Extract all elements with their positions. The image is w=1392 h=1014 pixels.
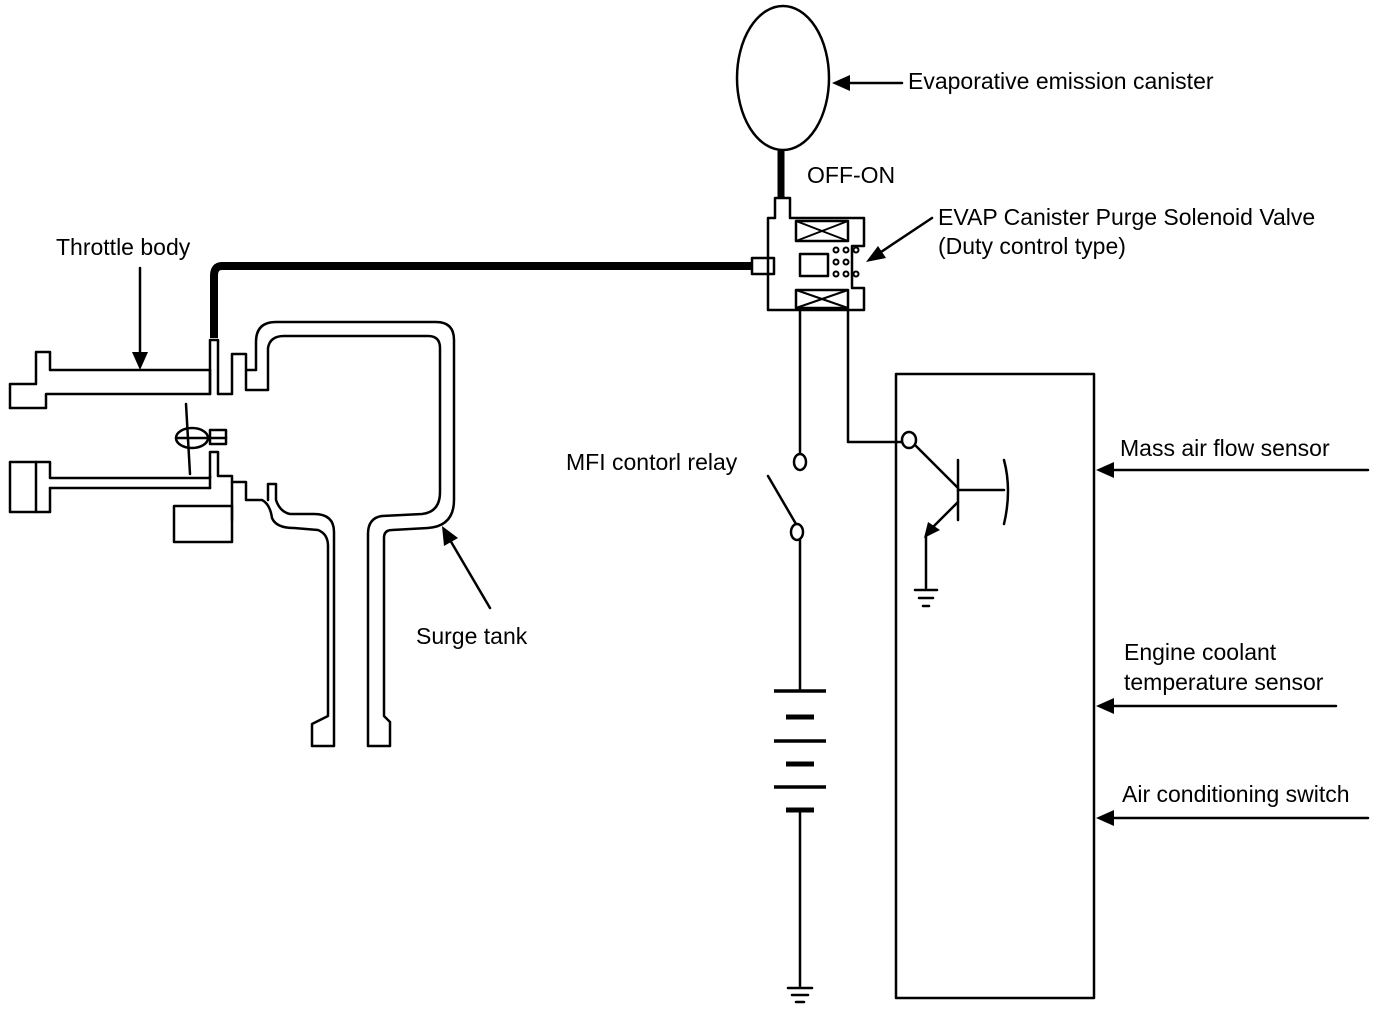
ecu-driver-transistor: [914, 444, 1010, 590]
surge-tank-arrow: [442, 526, 492, 610]
coolant-input-arrow: [1096, 698, 1338, 714]
canister-arrow: [832, 75, 904, 91]
mfi-control-relay: [766, 308, 808, 692]
valve-label-line2: (Duty control type): [938, 233, 1126, 259]
throttle-body-assembly: [8, 320, 456, 748]
ground-symbol-battery: [786, 986, 814, 1004]
surge-tank-label: Surge tank: [416, 623, 528, 649]
battery: [774, 689, 826, 988]
coolant-label-line2: temperature sensor: [1124, 669, 1324, 695]
throttle-body-label: Throttle body: [56, 234, 191, 260]
ac-switch-input-arrow: [1096, 810, 1370, 826]
purge-hose: [210, 262, 752, 338]
ecu-box: [894, 372, 1096, 1000]
throttle-body-arrow: [132, 266, 148, 370]
maf-label: Mass air flow sensor: [1120, 435, 1330, 461]
ac-switch-label: Air conditioning switch: [1122, 781, 1350, 807]
relay-label: MFI contorl relay: [566, 449, 738, 475]
valve-arrow: [866, 216, 934, 262]
maf-input-arrow: [1096, 462, 1370, 478]
valve-label-line1: EVAP Canister Purge Solenoid Valve: [938, 204, 1315, 230]
coolant-label-line1: Engine coolant: [1124, 639, 1277, 665]
ground-symbol-ecu: [913, 588, 939, 608]
evaporative-canister: [735, 4, 831, 198]
canister-label: Evaporative emission canister: [908, 68, 1214, 94]
valve-drive-wire: [846, 308, 918, 450]
off-on-label: OFF-ON: [807, 162, 895, 188]
purge-solenoid-valve: [750, 196, 866, 312]
